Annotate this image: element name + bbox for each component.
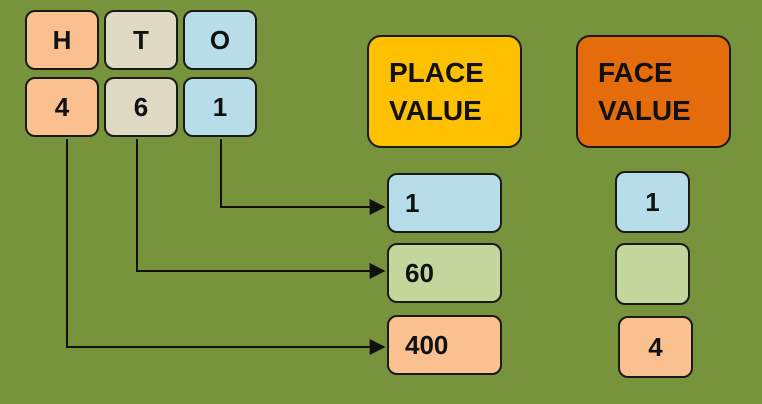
face-value-title-line2: VALUE [598, 94, 691, 126]
tens-arrow [136, 139, 386, 279]
place-value-hundreds: 400 [387, 315, 502, 375]
face-value-tens [615, 243, 690, 305]
hundreds-arrow [66, 139, 386, 355]
ones-arrow [220, 139, 386, 215]
place-value-title-line1: PLACE [389, 56, 484, 88]
ones-header: O [183, 10, 257, 70]
place-value-title-line2: VALUE [389, 94, 482, 126]
face-value-ones: 1 [615, 171, 690, 233]
face-value-title-line1: FACE [598, 56, 673, 88]
tens-header: T [104, 10, 178, 70]
tens-digit: 6 [104, 77, 178, 137]
hundreds-digit: 4 [25, 77, 99, 137]
face-value-header: FACE VALUE [576, 35, 731, 148]
place-value-ones: 1 [387, 173, 502, 233]
hundreds-header: H [25, 10, 99, 70]
place-value-tens: 60 [387, 243, 502, 303]
ones-digit: 1 [183, 77, 257, 137]
place-value-header: PLACE VALUE [367, 35, 522, 148]
face-value-hundreds: 4 [618, 316, 693, 378]
